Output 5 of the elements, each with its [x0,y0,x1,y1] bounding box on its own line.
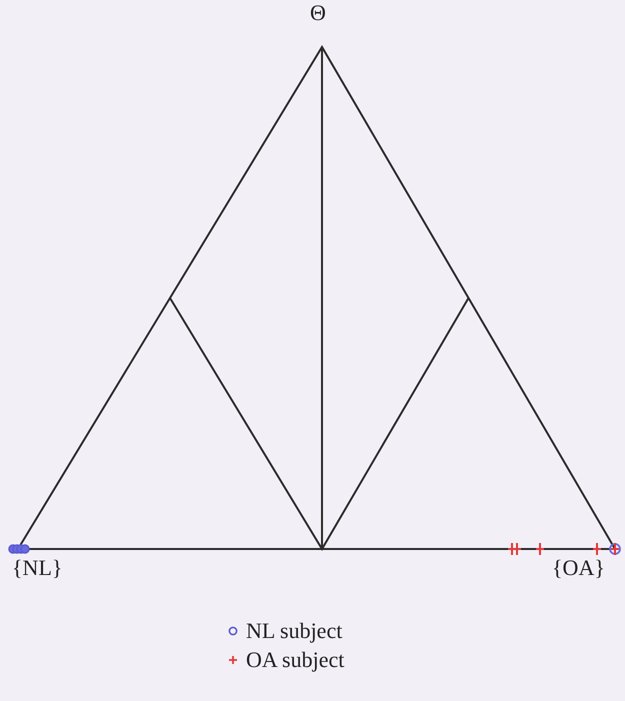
vertex-label: Θ [310,2,326,24]
vertex-label: {OA} [552,557,605,579]
vertex-label: {NL} [12,557,62,579]
legend-text: OA subject [246,647,344,673]
legend-text: NL subject [246,618,342,644]
